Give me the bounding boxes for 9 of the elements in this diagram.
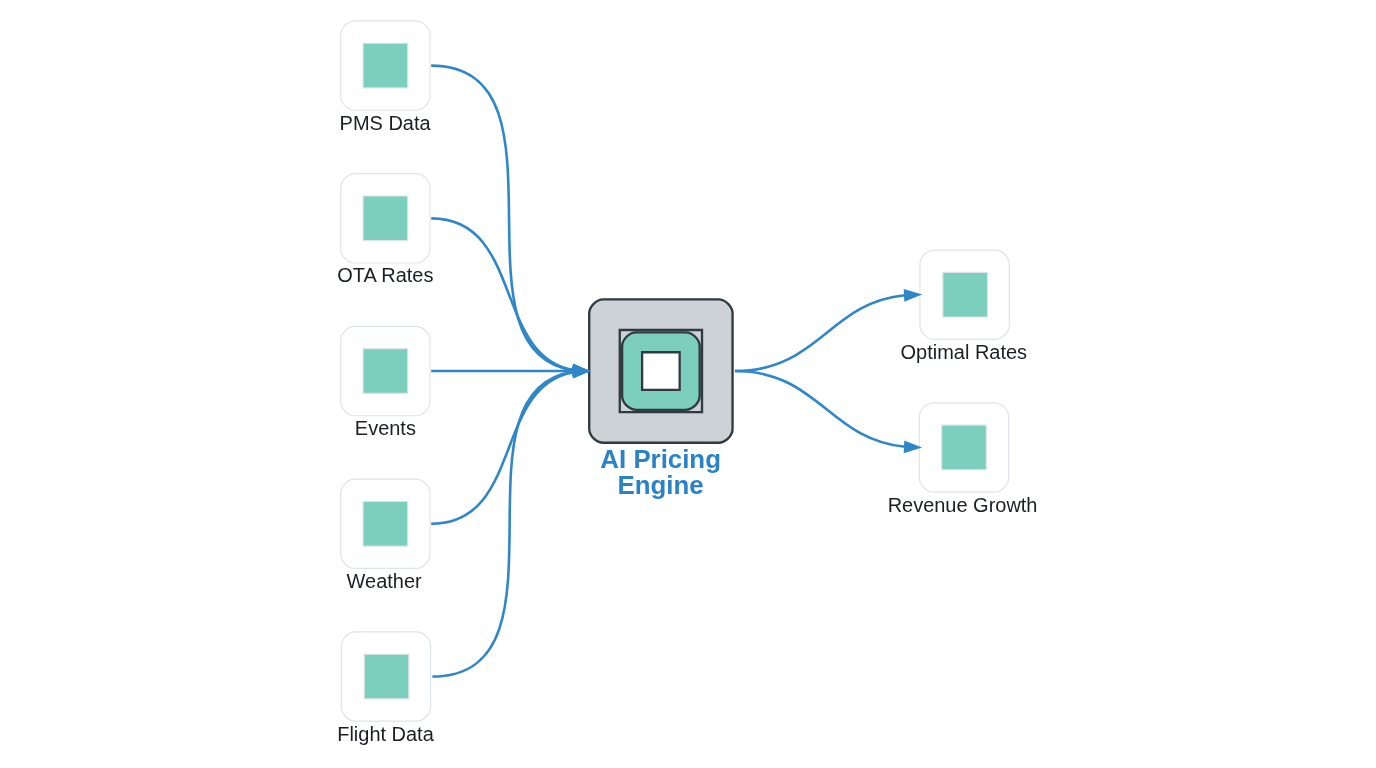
node-label: PMS Data: [339, 111, 431, 134]
node-label: Events: [354, 417, 416, 440]
node-label: OTA Rates: [336, 264, 433, 287]
node-label: Flight Data: [336, 722, 434, 745]
arrow: [734, 369, 922, 454]
node-label: Weather: [346, 569, 422, 592]
node-label: Optimal Rates: [900, 340, 1027, 363]
node-label: AI Pricing Engine: [599, 445, 721, 499]
node-label: Revenue Growth: [887, 493, 1037, 516]
